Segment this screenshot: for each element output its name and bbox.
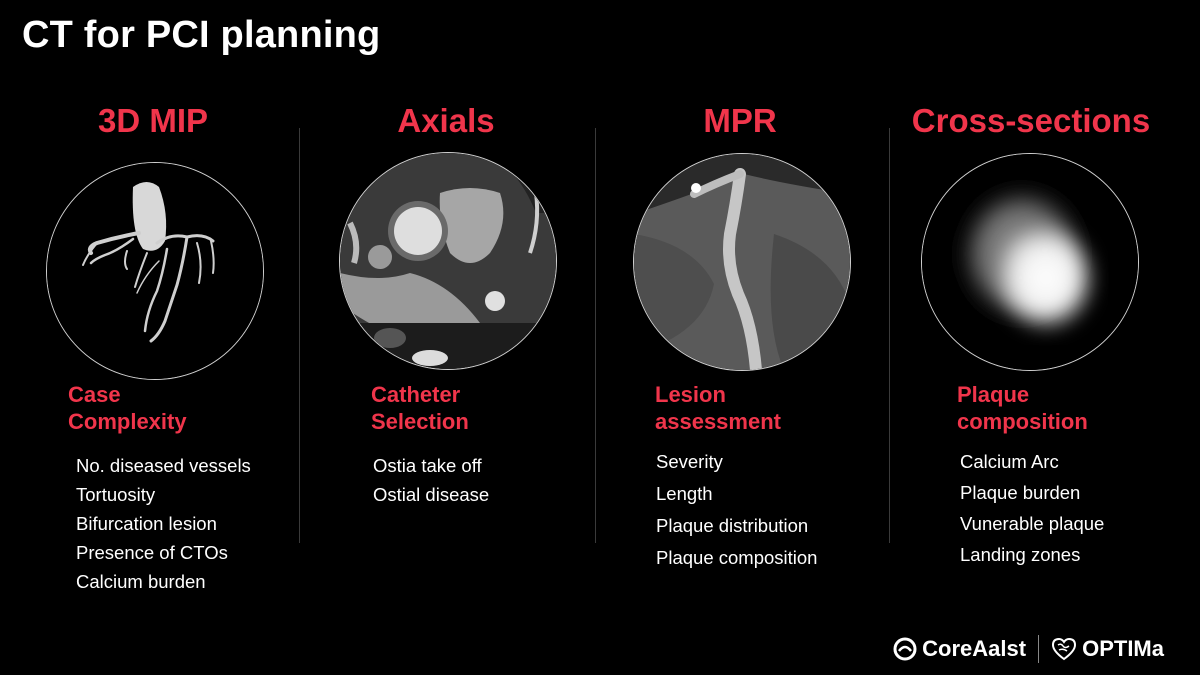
list-item: Tortuosity xyxy=(76,484,156,505)
list-item: Calcium burden xyxy=(76,571,206,592)
list-catheter-selection: Ostia take off Ostial disease xyxy=(373,451,489,509)
list-item: Severity xyxy=(656,451,723,472)
list-item: Plaque burden xyxy=(960,482,1081,503)
subheading-case-complexity: Case Complexity xyxy=(68,382,187,434)
corealast-mark-icon xyxy=(893,637,917,661)
cross-section-illustration xyxy=(922,154,1138,370)
list-item: Vunerable plaque xyxy=(960,513,1105,534)
column-divider xyxy=(595,128,596,543)
image-mpr xyxy=(633,153,851,371)
heart-brain-icon xyxy=(1052,637,1077,661)
heading-mpr: MPR xyxy=(703,102,777,139)
list-item: Plaque composition xyxy=(656,547,818,568)
coronary-tree-illustration xyxy=(47,163,263,379)
image-axials xyxy=(339,152,557,370)
list-lesion-assessment: Severity Length Plaque distribution Plaq… xyxy=(656,446,817,574)
list-plaque-composition: Calcium Arc Plaque burden Vunerable plaq… xyxy=(960,446,1104,570)
column-divider xyxy=(889,128,890,543)
subheading-catheter-selection: Catheter Selection xyxy=(371,382,469,434)
subheading-plaque-composition: Plaque composition xyxy=(957,382,1088,434)
image-cross-sections xyxy=(921,153,1139,371)
column-divider xyxy=(299,128,300,543)
list-item: Bifurcation lesion xyxy=(76,513,217,534)
heading-cross-sections: Cross-sections xyxy=(911,102,1151,139)
footer-logos: CoreAalst OPTIMa xyxy=(893,632,1164,666)
list-item: Plaque distribution xyxy=(656,515,809,536)
list-item: Ostial disease xyxy=(373,484,490,505)
axial-ct-illustration xyxy=(340,153,556,369)
list-item: Presence of CTOs xyxy=(76,542,228,563)
slide-title: CT for PCI planning xyxy=(22,14,381,56)
list-item: Landing zones xyxy=(960,544,1081,565)
mpr-vessel-illustration xyxy=(634,154,850,370)
list-item: Calcium Arc xyxy=(960,451,1059,472)
heading-3d-mip: 3D MIP xyxy=(97,102,209,139)
list-item: No. diseased vessels xyxy=(76,455,251,476)
logo-separator xyxy=(1038,635,1040,663)
optima-logo: OPTIMa xyxy=(1051,636,1164,662)
list-item: Length xyxy=(656,483,713,504)
list-case-complexity: No. diseased vessels Tortuosity Bifurcat… xyxy=(76,451,251,596)
subheading-lesion-assessment: Lesion assessment xyxy=(655,382,781,434)
image-3d-mip xyxy=(46,162,264,380)
list-item: Ostia take off xyxy=(373,455,482,476)
corealast-logo: CoreAalst xyxy=(893,636,1026,662)
heading-axials: Axials xyxy=(397,102,495,139)
